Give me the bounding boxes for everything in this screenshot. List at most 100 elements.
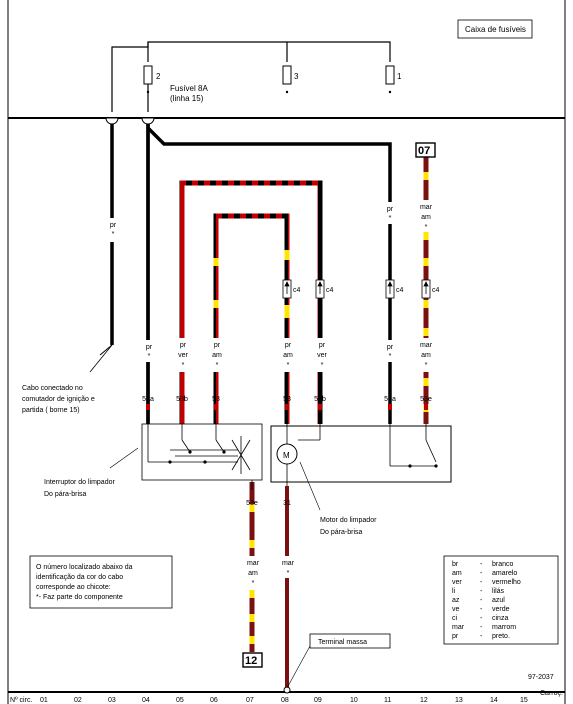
connector-c11: c4 [396, 287, 404, 294]
label-w8u-1: am [283, 352, 293, 359]
footer-num-11: 11 [384, 697, 391, 704]
wire-05 [179, 180, 323, 424]
label-w4u-1: * [112, 231, 115, 238]
terminal-t4: 53a [142, 396, 154, 403]
legend-color-0: branco [492, 561, 514, 568]
note-line-1: identificação da cor do cabo [36, 574, 123, 581]
legend-dash-0: - [480, 561, 483, 568]
ground-terminal [283, 686, 291, 694]
terminal-t8: 53 [283, 396, 291, 403]
label-w12l-2: * [425, 362, 428, 369]
connector-12: 12 [245, 655, 257, 667]
legend-dash-4: - [480, 597, 483, 604]
legend-code-8: pr [452, 633, 459, 640]
label-w7l-2: * [252, 580, 255, 587]
fuse-bus [111, 41, 391, 112]
label-w11u-0: pr [387, 206, 394, 213]
label-w12l-1: am [421, 352, 431, 359]
footer-num-10: 10 [350, 697, 358, 704]
footer-num-04: 04 [142, 697, 150, 704]
legend-dash-2: - [480, 579, 483, 586]
legend-color-4: azul [492, 597, 505, 604]
callout-cabo-2: partida ( borne 15) [22, 407, 80, 414]
fuse-2-number: 2 [156, 72, 161, 81]
label-backgrounds [106, 200, 436, 590]
fuse-2 [143, 65, 153, 112]
terminal-t12: 53e [420, 396, 432, 403]
connector-07: 07 [418, 145, 430, 157]
footer-num-15: 15 [520, 697, 528, 704]
connector-07-box [415, 142, 436, 158]
connector-12-box [242, 652, 263, 668]
label-w8u-0: pr [285, 342, 292, 349]
label-w6-0: pr [214, 342, 221, 349]
legend-code-7: mar [452, 624, 465, 631]
terminal-pins [146, 404, 428, 410]
label-w8l-0: mar [282, 560, 295, 567]
label-w7l-0: mar [247, 560, 260, 567]
splice-nodes [105, 117, 155, 125]
label-w9u-2: * [321, 362, 324, 369]
wiper-motor [270, 424, 452, 486]
footer-left: Nº circ. [10, 697, 32, 704]
legend-color-8: preto. [492, 633, 510, 640]
footer-num-01: 01 [40, 697, 48, 704]
label-w9u-0: pr [319, 342, 326, 349]
legend-color-1: amarelo [492, 570, 517, 577]
fuse-1-number: 1 [397, 72, 402, 81]
wire-color-labels: pr * pr * pr ver * pr am * pr am * pr ve… [110, 204, 433, 587]
footer-right: Carroç. [540, 690, 563, 697]
footer-num-13: 13 [455, 697, 463, 704]
callout-interruptor-1: Do pára-brisa [44, 491, 87, 498]
terminal-t8b: 31 [283, 500, 291, 507]
footer-num-05: 05 [176, 697, 184, 704]
legend-code-1: am [452, 570, 462, 577]
label-w4l-0: pr [146, 344, 153, 351]
label-w5-1: ver [178, 352, 188, 359]
footer: Nº circ. 01 02 03 04 05 06 07 08 09 10 1… [10, 690, 563, 704]
fuse-2-name: Fusível 8A [170, 84, 208, 93]
callout-interruptor-0: Interruptor do limpador [44, 479, 115, 486]
motor-symbol: M [283, 451, 290, 460]
wire-06 [213, 213, 290, 424]
footer-num-08: 08 [281, 697, 289, 704]
terminal-t9: 53b [314, 396, 326, 403]
footer-num-02: 02 [74, 697, 82, 704]
label-w6-2: * [216, 362, 219, 369]
connector-c9: c4 [326, 287, 334, 294]
label-w11u-1: * [389, 215, 392, 222]
callout-motor-0: Motor do limpador [320, 517, 377, 524]
legend-color-2: vermelho [492, 579, 521, 586]
callout-cabo-1: comutador de ignição e [22, 396, 95, 403]
callout-cabo-0: Cabo conectado no [22, 385, 83, 392]
label-w4l-1: * [148, 353, 151, 360]
label-w11l-0: pr [387, 344, 394, 351]
legend-dash-8: - [480, 633, 483, 640]
legend-code-0: br [452, 561, 459, 568]
callout-motor-1: Do pára-brisa [320, 529, 363, 536]
label-w12u-0: mar [420, 204, 433, 211]
legend-color-7: marrom [492, 624, 516, 631]
legend-color-5: verde [492, 606, 510, 613]
legend-dash-5: - [480, 606, 483, 613]
fuse-2-note: (linha 15) [170, 94, 204, 103]
wire-ignition [89, 124, 114, 373]
fuse-box-label-box [457, 19, 533, 39]
note-box [29, 555, 173, 609]
legend-code-5: ve [452, 606, 460, 613]
footer-num-09: 09 [314, 697, 322, 704]
label-w7l-1: am [248, 570, 258, 577]
footer-num-06: 06 [210, 697, 218, 704]
connector-arrows [284, 281, 429, 294]
terminal-t5: 53b [176, 396, 188, 403]
terminal-t6: 53 [212, 396, 220, 403]
legend-code-3: li [452, 588, 456, 595]
wiper-switch [141, 423, 263, 490]
connector-c8: c4 [293, 287, 301, 294]
massa-box [309, 633, 391, 649]
label-w11l-1: * [389, 353, 392, 360]
legend-dash-1: - [480, 570, 483, 577]
legend-box [443, 555, 559, 645]
terminal-labels: 53a 53b 53 53 53b 53a 53e 53e 31 [142, 396, 432, 507]
